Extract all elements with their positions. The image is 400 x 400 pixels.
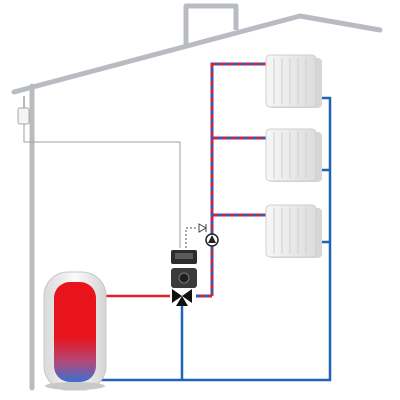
supply-pipe	[196, 62, 268, 298]
control-line	[185, 227, 198, 248]
radiator	[265, 54, 322, 108]
radiator	[265, 128, 322, 182]
outdoor-temperature-sensor	[17, 96, 30, 125]
check-valve	[198, 223, 208, 233]
chimney	[183, 3, 239, 44]
return-pipe	[100, 96, 332, 382]
house-outline	[11, 13, 383, 391]
circulation-pump	[205, 233, 219, 247]
heating-controller	[171, 250, 197, 288]
hot-water-storage-tank	[43, 271, 107, 391]
radiator	[265, 204, 322, 258]
three-way-mixing-valve	[172, 289, 192, 306]
sensor-wire	[23, 124, 181, 248]
